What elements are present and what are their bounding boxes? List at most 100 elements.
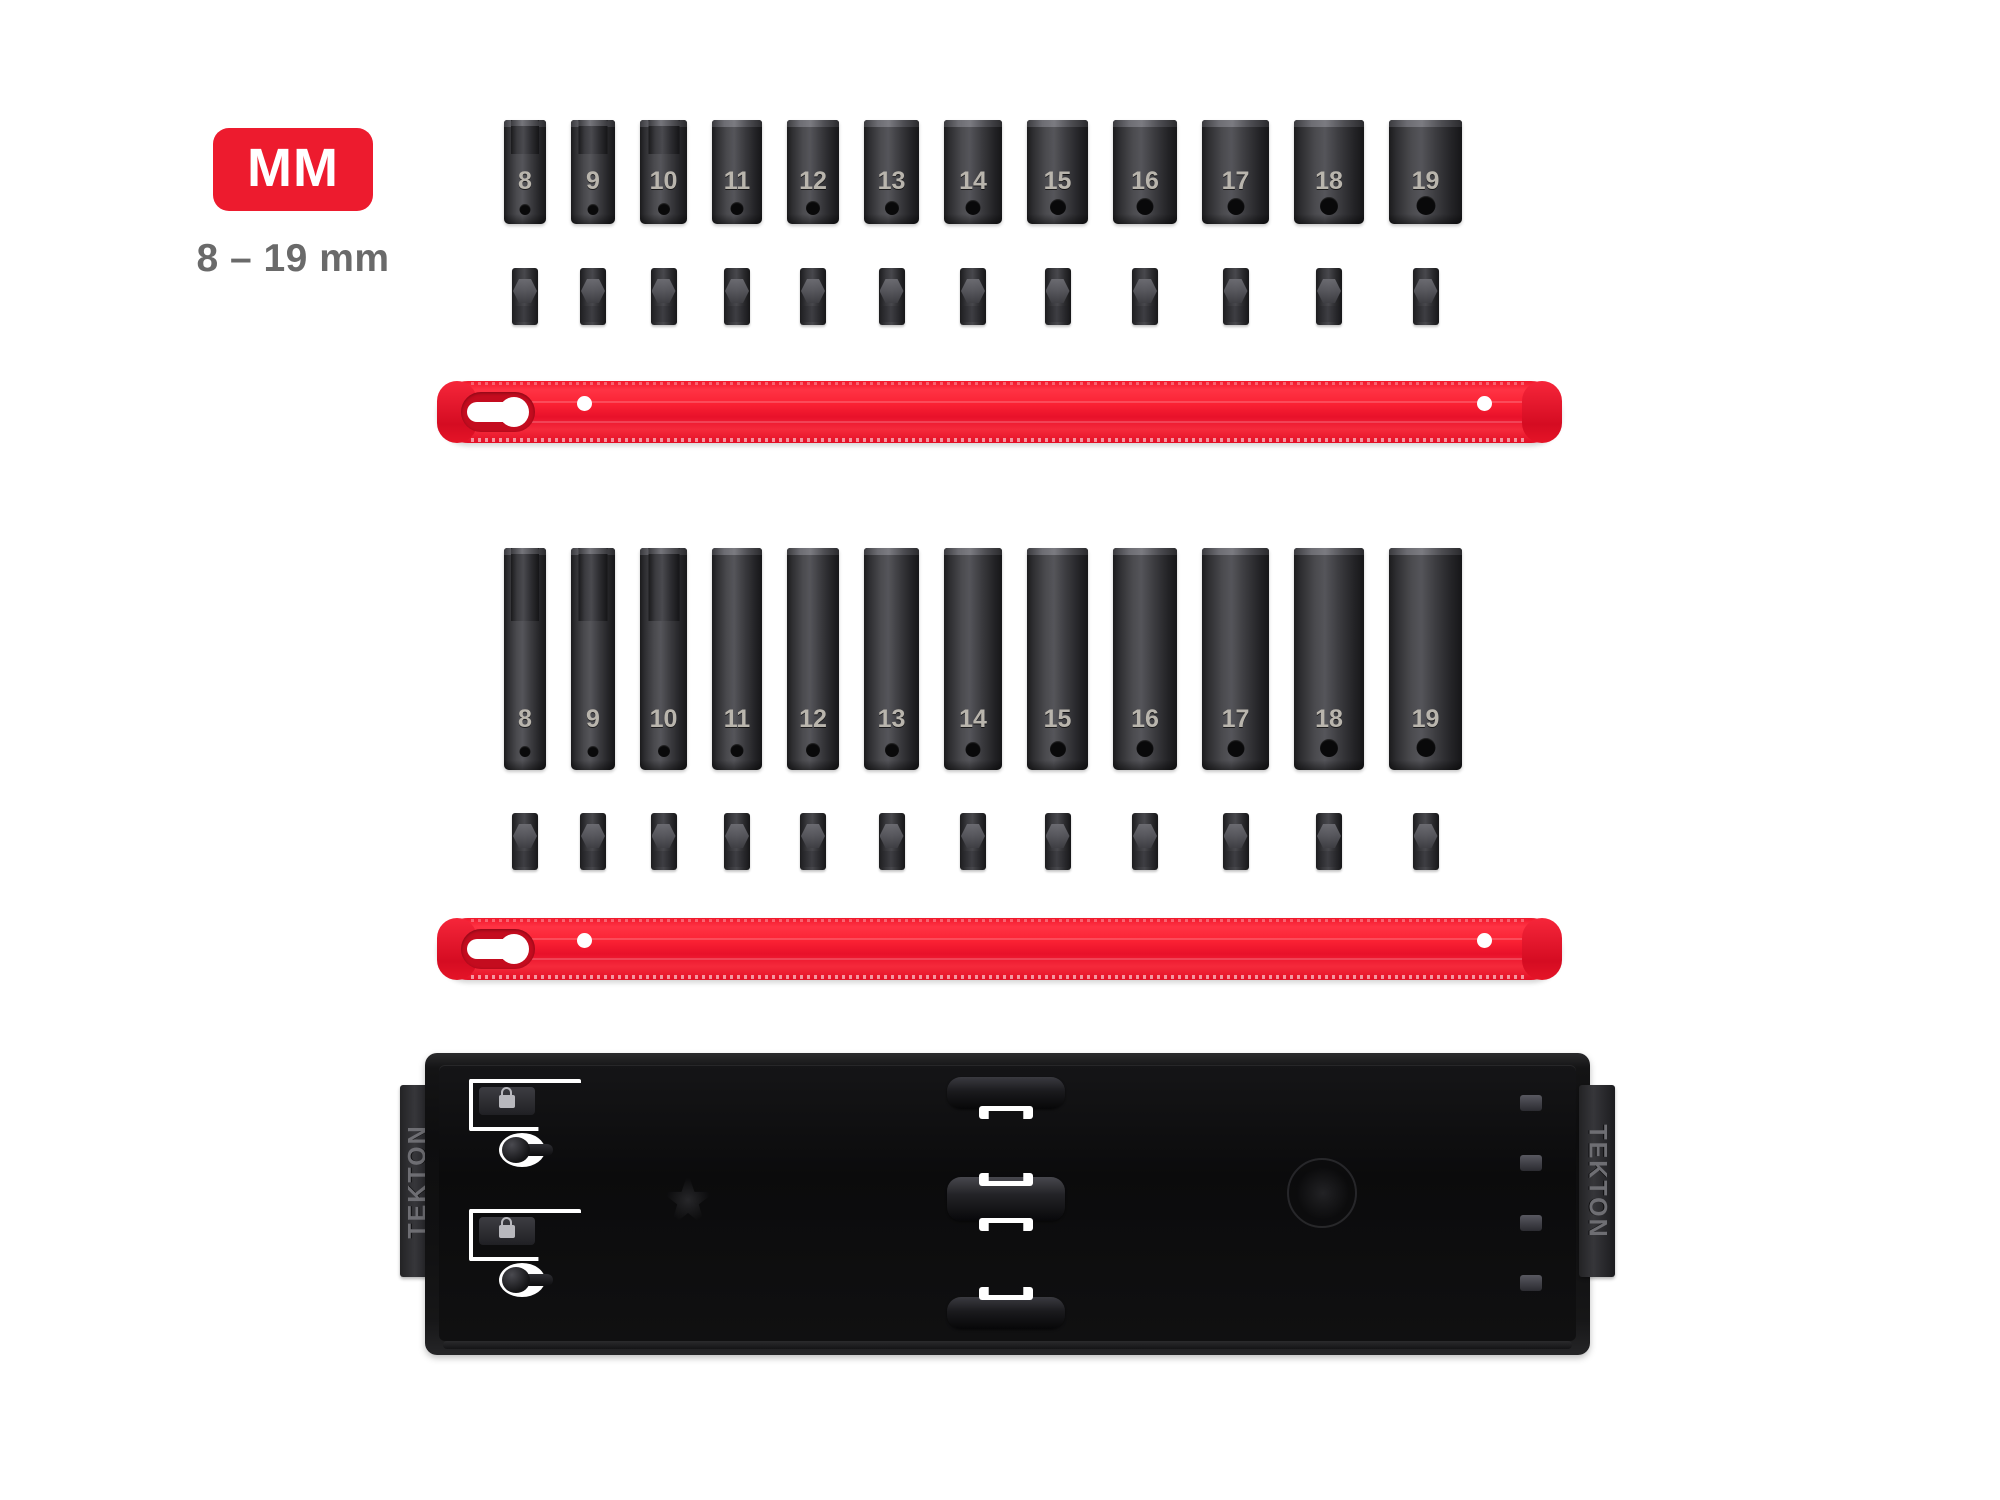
socket-body: 14 — [944, 548, 1002, 770]
rail-retention-clip-top[interactable] — [947, 1077, 1065, 1119]
socket-size-marking: 10 — [649, 167, 678, 195]
socket-body: 19 — [1389, 120, 1462, 224]
retaining-pin-hole — [806, 201, 820, 215]
socket-clip-9mm[interactable] — [571, 268, 615, 325]
socket-clip-16mm[interactable] — [1113, 813, 1177, 870]
socket-9mm[interactable]: 9 — [571, 120, 615, 224]
socket-clip-16mm[interactable] — [1113, 268, 1177, 325]
lock-pad[interactable] — [479, 1086, 535, 1115]
socket-clip-17mm[interactable] — [1202, 813, 1269, 870]
shallow-socket-rail[interactable] — [437, 381, 1562, 443]
rail-latch-lower[interactable] — [469, 1209, 589, 1309]
retaining-pin-hole — [1049, 741, 1066, 757]
retaining-pin-hole — [519, 746, 531, 757]
socket-rail-storage-tray[interactable]: TEKTON — [400, 1053, 1615, 1355]
socket-clip-11mm[interactable] — [712, 268, 762, 325]
rail-retention-clip-middle[interactable] — [947, 1173, 1065, 1231]
rail-teeth-bottom — [471, 438, 1528, 442]
socket-clip-15mm[interactable] — [1027, 813, 1088, 870]
socket-body: 14 — [944, 120, 1002, 224]
socket-clip-12mm[interactable] — [787, 268, 839, 325]
socket-17mm[interactable]: 17 — [1202, 548, 1269, 770]
socket-11mm[interactable]: 11 — [712, 548, 762, 770]
clip-bar — [947, 1297, 1065, 1329]
latch-knob[interactable] — [499, 1263, 557, 1297]
socket-12mm[interactable]: 12 — [787, 120, 839, 224]
size-range-label: 8 – 19 mm — [196, 237, 390, 280]
socket-clip-8mm[interactable] — [504, 813, 546, 870]
latch-knob[interactable] — [499, 1133, 557, 1167]
socket-9mm[interactable]: 9 — [571, 548, 615, 770]
socket-13mm[interactable]: 13 — [864, 120, 919, 224]
rail-latch-upper[interactable] — [469, 1079, 589, 1179]
socket-body: 13 — [864, 548, 919, 770]
socket-clip-19mm[interactable] — [1389, 813, 1462, 870]
rail-clip — [1316, 813, 1342, 870]
tray-end-tab-right: TEKTON — [1579, 1085, 1615, 1277]
socket-8mm[interactable]: 8 — [504, 548, 546, 770]
retaining-pin-hole — [730, 744, 744, 757]
socket-body: 9 — [571, 548, 615, 770]
retaining-pin-hole — [1136, 740, 1154, 757]
socket-clip-8mm[interactable] — [504, 268, 546, 325]
socket-body: 15 — [1027, 120, 1088, 224]
socket-clip-12mm[interactable] — [787, 813, 839, 870]
socket-13mm[interactable]: 13 — [864, 548, 919, 770]
socket-14mm[interactable]: 14 — [944, 548, 1002, 770]
socket-8mm[interactable]: 8 — [504, 120, 546, 224]
socket-body: 10 — [640, 120, 687, 224]
socket-clip-17mm[interactable] — [1202, 268, 1269, 325]
socket-10mm[interactable]: 10 — [640, 120, 687, 224]
socket-clip-10mm[interactable] — [640, 268, 687, 325]
retaining-pin-hole — [965, 200, 981, 215]
socket-15mm[interactable]: 15 — [1027, 120, 1088, 224]
socket-size-marking: 8 — [518, 705, 532, 733]
socket-clip-13mm[interactable] — [864, 813, 919, 870]
rail-retention-clip-bottom[interactable] — [947, 1287, 1065, 1329]
socket-body: 8 — [504, 120, 546, 224]
socket-14mm[interactable]: 14 — [944, 120, 1002, 224]
socket-size-marking: 13 — [877, 705, 906, 733]
socket-clip-18mm[interactable] — [1294, 268, 1364, 325]
socket-clip-10mm[interactable] — [640, 813, 687, 870]
socket-neck-rim — [578, 120, 608, 126]
socket-body: 15 — [1027, 548, 1088, 770]
socket-size-marking: 8 — [518, 167, 532, 195]
lock-pad[interactable] — [479, 1216, 535, 1245]
socket-clip-19mm[interactable] — [1389, 268, 1462, 325]
rail-end-cap-right — [1522, 381, 1562, 443]
retaining-pin-hole — [1320, 739, 1338, 757]
socket-18mm[interactable]: 18 — [1294, 548, 1364, 770]
retaining-pin-hole — [1416, 738, 1435, 757]
socket-clip-18mm[interactable] — [1294, 813, 1364, 870]
socket-clip-9mm[interactable] — [571, 813, 615, 870]
socket-18mm[interactable]: 18 — [1294, 120, 1364, 224]
metric-badge: MM — [213, 128, 373, 211]
rail-mount-hole — [1477, 396, 1492, 411]
socket-clip-14mm[interactable] — [944, 268, 1002, 325]
socket-17mm[interactable]: 17 — [1202, 120, 1269, 224]
socket-10mm[interactable]: 10 — [640, 548, 687, 770]
deep-socket-rail[interactable] — [437, 918, 1562, 980]
retaining-pin-hole — [1136, 198, 1154, 215]
socket-clip-11mm[interactable] — [712, 813, 762, 870]
socket-body: 12 — [787, 120, 839, 224]
socket-size-marking: 14 — [959, 167, 987, 195]
rail-ridge — [477, 401, 1522, 403]
socket-body: 13 — [864, 120, 919, 224]
socket-16mm[interactable]: 16 — [1113, 548, 1177, 770]
socket-clip-14mm[interactable] — [944, 813, 1002, 870]
socket-19mm[interactable]: 19 — [1389, 120, 1462, 224]
socket-16mm[interactable]: 16 — [1113, 120, 1177, 224]
socket-15mm[interactable]: 15 — [1027, 548, 1088, 770]
socket-12mm[interactable]: 12 — [787, 548, 839, 770]
socket-clip-15mm[interactable] — [1027, 268, 1088, 325]
socket-19mm[interactable]: 19 — [1389, 548, 1462, 770]
socket-size-marking: 12 — [799, 167, 827, 195]
socket-11mm[interactable]: 11 — [712, 120, 762, 224]
rail-teeth-top — [471, 382, 1528, 385]
knob-stem — [523, 1144, 553, 1156]
socket-clip-13mm[interactable] — [864, 268, 919, 325]
retaining-pin-hole — [1227, 740, 1244, 757]
